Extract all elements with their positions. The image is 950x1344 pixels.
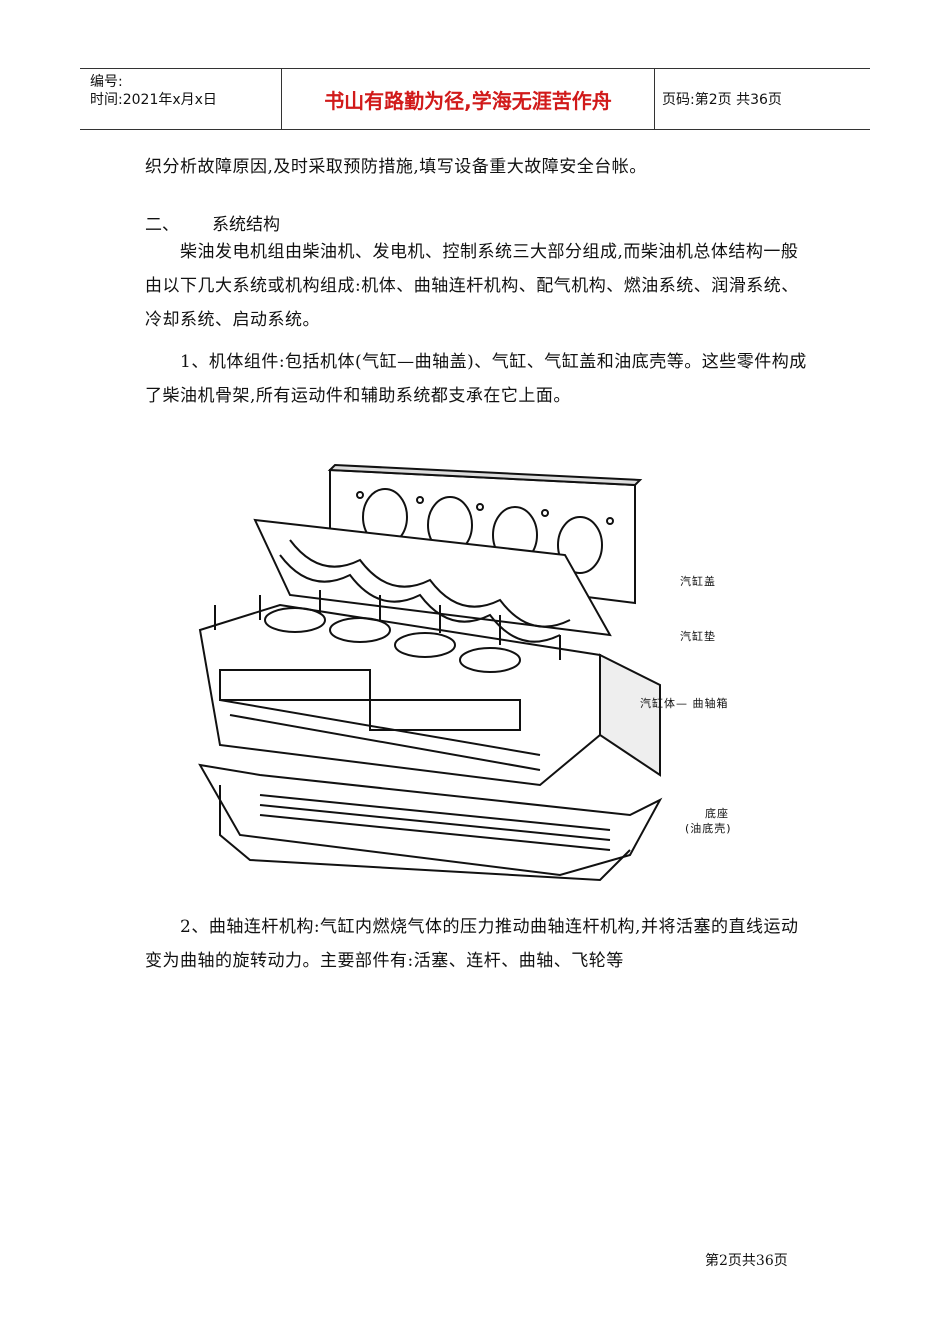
- page-footer: 第2页共36页: [705, 1253, 788, 1269]
- engine-block-diagram: 汽缸盖 汽缸垫 汽缸体— 曲轴箱 底座 (油底壳): [160, 455, 800, 900]
- section-number: 二、: [145, 215, 179, 235]
- header-page-label: 页码:第2页 共36页: [662, 92, 782, 108]
- label-cylinder-block: 汽缸体— 曲轴箱: [640, 697, 729, 710]
- header-meta: 编号: 时间:2021年x月x日: [80, 69, 280, 129]
- label-oil-pan: (油底壳): [685, 822, 732, 835]
- header-motto: 书山有路勤为径,学海无涯苦作舟: [281, 69, 655, 129]
- paragraph-continued: 织分析故障原因,及时采取预防措施,填写设备重大故障安全台帐。: [145, 157, 647, 177]
- section-title: 系统结构: [212, 215, 280, 235]
- paragraph-crank-mechanism: 2、曲轴连杆机构:气缸内燃烧气体的压力推动曲轴连杆机构,并将活塞的直线运动变为曲…: [145, 917, 799, 971]
- engine-block-illustration: [198, 463, 663, 882]
- paragraph-engine-body: 1、机体组件:包括机体(气缸—曲轴盖)、气缸、气缸盖和油底壳等。这些零件构成了柴…: [145, 352, 807, 406]
- page-header: 编号: 时间:2021年x月x日 书山有路勤为径,学海无涯苦作舟 页码:第2页 …: [80, 68, 870, 130]
- paragraph-system-overview: 柴油发电机组由柴油机、发电机、控制系统三大部分组成,而柴油机总体结构一般由以下几…: [145, 242, 799, 330]
- label-cylinder-head: 汽缸盖: [680, 575, 716, 588]
- label-base: 底座: [705, 807, 729, 820]
- oil-pan-drawing: [198, 763, 663, 882]
- number-label: 编号:: [90, 74, 123, 90]
- time-label: 时间:2021年x月x日: [90, 92, 217, 108]
- cylinder-block-drawing: [198, 590, 661, 787]
- cylinder-gasket-drawing: [253, 518, 612, 643]
- label-cylinder-gasket: 汽缸垫: [680, 630, 716, 643]
